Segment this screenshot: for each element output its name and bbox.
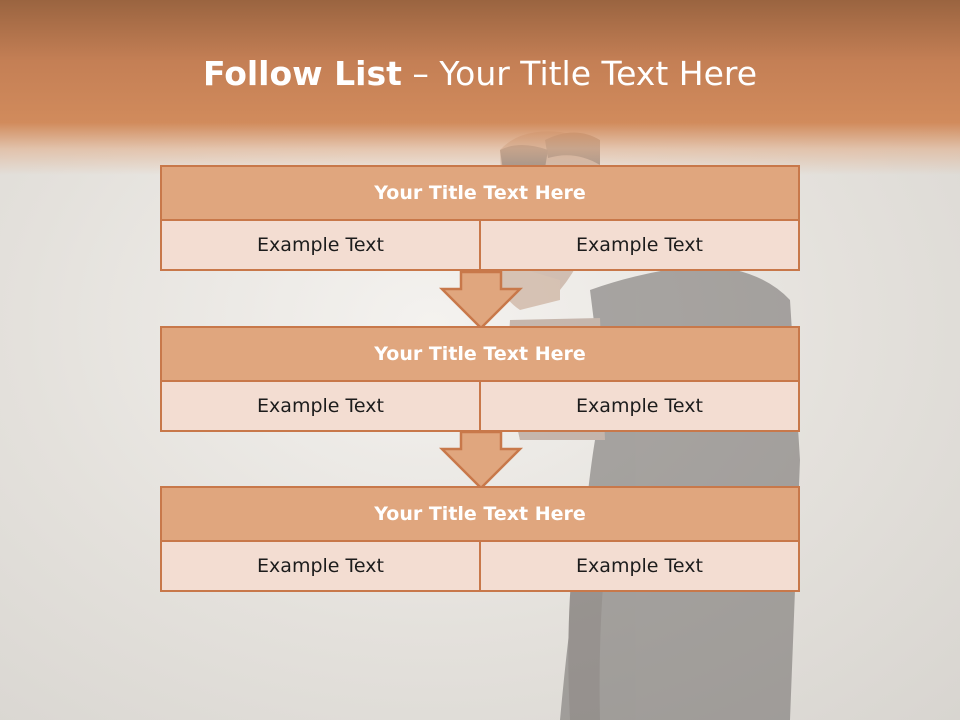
step-block-2: Your Title Text Here Example Text Exampl… bbox=[160, 326, 800, 432]
slide-title-rest: – Your Title Text Here bbox=[401, 54, 758, 93]
down-arrow-icon bbox=[438, 430, 524, 490]
slide-header-band bbox=[0, 0, 960, 175]
step-block-1: Your Title Text Here Example Text Exampl… bbox=[160, 165, 800, 271]
step-row: Example Text Example Text bbox=[160, 221, 800, 271]
step-cell-right: Example Text bbox=[481, 382, 800, 432]
step-cell-left: Example Text bbox=[160, 221, 481, 271]
step-block-3: Your Title Text Here Example Text Exampl… bbox=[160, 486, 800, 592]
step-title: Your Title Text Here bbox=[160, 486, 800, 542]
down-arrow-icon bbox=[438, 270, 524, 330]
slide-title: Follow List – Your Title Text Here bbox=[0, 54, 960, 93]
step-cell-left: Example Text bbox=[160, 382, 481, 432]
step-title: Your Title Text Here bbox=[160, 165, 800, 221]
step-row: Example Text Example Text bbox=[160, 382, 800, 432]
step-cell-right: Example Text bbox=[481, 221, 800, 271]
step-cell-right: Example Text bbox=[481, 542, 800, 592]
step-cell-left: Example Text bbox=[160, 542, 481, 592]
step-title: Your Title Text Here bbox=[160, 326, 800, 382]
step-row: Example Text Example Text bbox=[160, 542, 800, 592]
slide-title-bold: Follow List bbox=[202, 54, 402, 93]
